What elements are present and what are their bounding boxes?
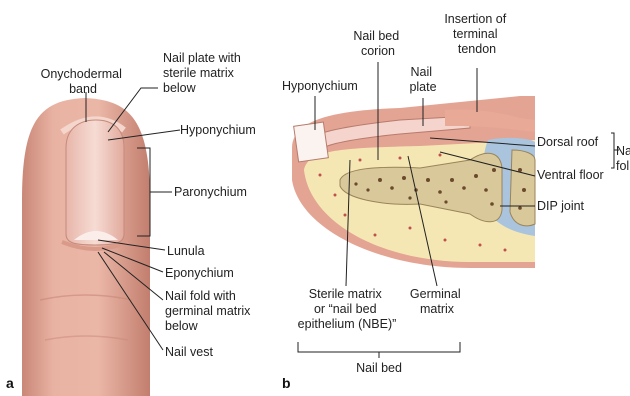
label-onychodermal-band: Onychodermal band [41,67,126,96]
label-nail-fold-germinal: Nail fold with germinal matrix below [165,289,254,333]
label-nail-vest: Nail vest [165,345,213,359]
label-eponychium: Eponychium [165,266,234,280]
label-hyponychium-b: Hyponychium [282,79,358,93]
label-nail-bed-corion: Nail bed corion [353,29,402,58]
label-sterile-matrix: Sterile matrix or “nail bed epithelium (… [298,287,397,331]
label-lunula: Lunula [167,244,205,258]
label-paronychium: Paronychium [174,185,247,199]
panel-letter-b: b [282,375,291,391]
label-nail-bed: Nail bed [356,361,402,375]
label-germinal-matrix: Germinal matrix [410,287,464,316]
finger-illustration [22,98,150,396]
label-dip-joint: DIP joint [537,199,585,213]
label-nail-plate: Nail plate [409,65,436,94]
label-insertion-terminal-tendon: Insertion of terminal tendon [444,12,509,56]
label-nail-fold-cut: Na fol [616,144,630,173]
label-hyponychium-a: Hyponychium [180,123,256,137]
panel-letter-a: a [6,375,14,391]
label-nail-plate-sterile-matrix: Nail plate with sterile matrix below [163,51,244,95]
label-ventral-floor: Ventral floor [537,168,604,182]
label-dorsal-roof: Dorsal roof [537,135,599,149]
